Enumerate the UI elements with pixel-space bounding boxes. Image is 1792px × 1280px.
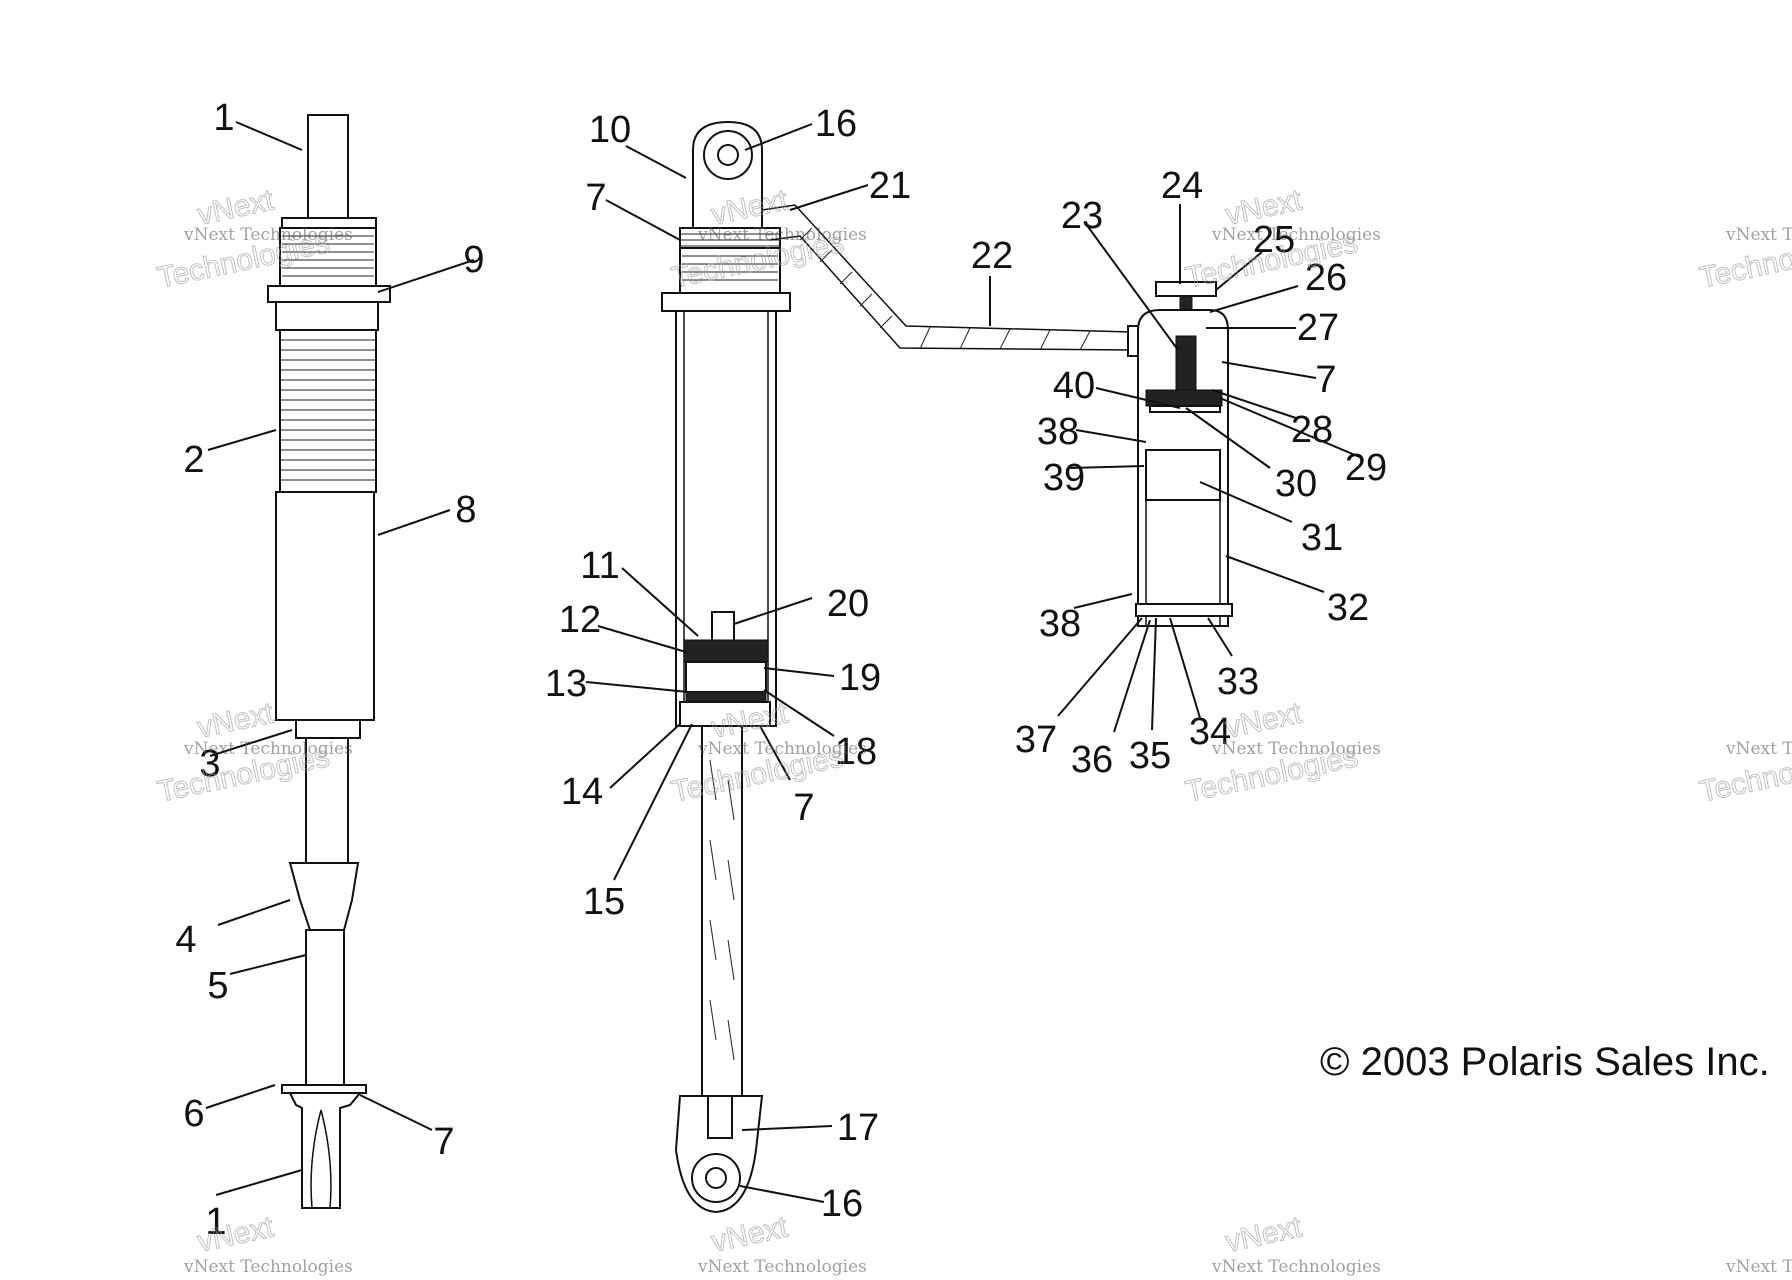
callout-29: 29	[1345, 447, 1387, 489]
watermark-text: vNext Technologies	[183, 225, 353, 245]
callout-31: 31	[1301, 517, 1343, 559]
watermark-brand: vNext	[1223, 1210, 1306, 1258]
callout-17: 17	[837, 1107, 879, 1149]
callout-6: 6	[183, 1093, 204, 1135]
callout-10: 10	[589, 109, 631, 151]
watermark-text: vNext Technologies	[1211, 225, 1381, 245]
callout-13: 13	[545, 663, 587, 705]
callout-36: 36	[1071, 739, 1113, 781]
watermark-brand: vNext	[1223, 696, 1306, 744]
callout-27: 27	[1297, 307, 1339, 349]
watermark-text: vNext Technologies	[183, 1257, 353, 1277]
callout-25: 25	[1253, 219, 1295, 261]
callout-40: 40	[1053, 365, 1095, 407]
callout-15: 15	[583, 881, 625, 923]
callout-7-reservoir: 7	[1315, 359, 1336, 401]
watermark-text: vNext Technologies	[1725, 739, 1792, 759]
callout-33: 33	[1217, 661, 1259, 703]
callout-labels: 1 2 3 4 5 6 7 1 9 8 10 16 7 21 11 12 13 …	[175, 97, 1387, 1243]
reservoir-assembly	[1135, 281, 1233, 627]
callout-5: 5	[207, 965, 228, 1007]
callout-37: 37	[1015, 719, 1057, 761]
callout-35: 35	[1129, 735, 1171, 777]
watermark-brand: vNext	[195, 696, 278, 744]
callout-18: 18	[835, 731, 877, 773]
callout-4: 4	[175, 919, 196, 961]
watermark-brand: vNext	[709, 1210, 792, 1258]
left-shock-assembly	[267, 114, 391, 1209]
callout-26: 26	[1305, 257, 1347, 299]
callout-16-top: 16	[815, 103, 857, 145]
watermark-text: vNext Technologies	[697, 225, 867, 245]
watermark-text: vNext Technologies	[1211, 739, 1381, 759]
watermark-text: vNext Technologies	[183, 739, 353, 759]
watermark-text: vNext Technologies	[1725, 1257, 1792, 1277]
callout-23: 23	[1061, 195, 1103, 237]
callout-21: 21	[869, 165, 911, 207]
callout-11: 11	[580, 545, 619, 587]
callout-9: 9	[463, 239, 484, 281]
callout-38-bottom: 38	[1039, 603, 1081, 645]
callout-30: 30	[1275, 463, 1317, 505]
callout-7-middle-top: 7	[585, 177, 606, 219]
callout-28: 28	[1291, 409, 1333, 451]
watermarks: vNext vNext Technologies Technologies vN…	[154, 183, 1792, 1277]
watermark-text: vNext Technologies	[1211, 1257, 1381, 1277]
callout-7-middle-bottom: 7	[793, 787, 814, 829]
watermark-text: vNext Technologies	[697, 1257, 867, 1277]
copyright-notice: © 2003 Polaris Sales Inc.	[1320, 1040, 1770, 1084]
callout-24: 24	[1161, 165, 1203, 207]
callout-14: 14	[561, 771, 603, 813]
callout-8: 8	[455, 489, 476, 531]
callout-12: 12	[559, 599, 601, 641]
watermark-text: vNext Technologies	[1725, 225, 1792, 245]
callout-16-bottom: 16	[821, 1183, 863, 1225]
callout-38-top: 38	[1037, 411, 1079, 453]
callout-1-bottom: 1	[205, 1201, 226, 1243]
leader-lines	[205, 121, 1363, 1203]
callout-19: 19	[839, 657, 881, 699]
callout-34: 34	[1189, 711, 1231, 753]
callout-20: 20	[827, 583, 869, 625]
callout-32: 32	[1327, 587, 1369, 629]
watermark-text: vNext Technologies	[697, 739, 867, 759]
callout-39: 39	[1043, 457, 1085, 499]
callout-2: 2	[183, 439, 204, 481]
callout-3: 3	[199, 743, 220, 785]
callout-22: 22	[971, 235, 1013, 277]
middle-shock-cutaway	[661, 120, 1143, 1214]
callout-1-top: 1	[213, 97, 234, 139]
callout-7-bottom-left: 7	[433, 1121, 454, 1163]
